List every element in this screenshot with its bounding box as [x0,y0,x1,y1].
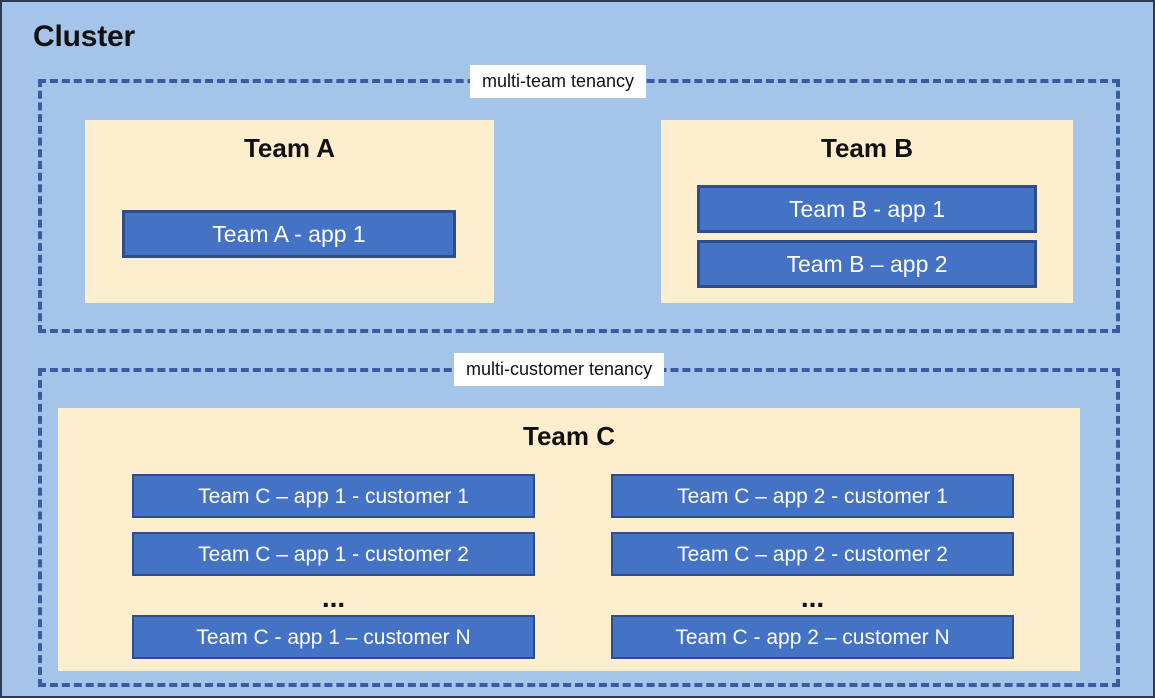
team-container-b: Team B Team B - app 1 Team B – app 2 [661,120,1073,303]
app-box-team-c-app-1-customer-1[interactable]: Team C – app 1 - customer 1 [132,474,535,518]
team-container-a: Team A Team A - app 1 [85,120,494,303]
app-box-team-b-app-1[interactable]: Team B - app 1 [697,185,1037,233]
app-box-team-c-app-2-customer-2[interactable]: Team C – app 2 - customer 2 [611,532,1014,576]
team-container-c: Team C Team C – app 1 - customer 1 Team … [58,408,1080,671]
app-box-team-a-app-1[interactable]: Team A - app 1 [122,210,456,258]
tenancy-label-multi-team: multi-team tenancy [470,65,647,98]
team-title-a: Team A [243,133,336,163]
app-box-team-c-app-1-customer-n[interactable]: Team C - app 1 – customer N [132,615,535,659]
app-box-team-c-app-1-customer-2[interactable]: Team C – app 1 - customer 2 [132,532,535,576]
app-box-team-c-app-2-customer-1[interactable]: Team C – app 2 - customer 1 [611,474,1014,518]
cluster-title: Cluster [33,20,135,53]
team-title-c: Team C [523,421,615,451]
ellipsis-app-2-column: ... [800,582,825,613]
app-box-team-c-app-2-customer-n[interactable]: Team C - app 2 – customer N [611,615,1014,659]
tenancy-label-multi-customer: multi-customer tenancy [454,353,665,386]
team-title-b: Team B [821,133,913,163]
app-box-team-b-app-2[interactable]: Team B – app 2 [697,240,1037,288]
ellipsis-app-1-column: ... [321,582,346,613]
